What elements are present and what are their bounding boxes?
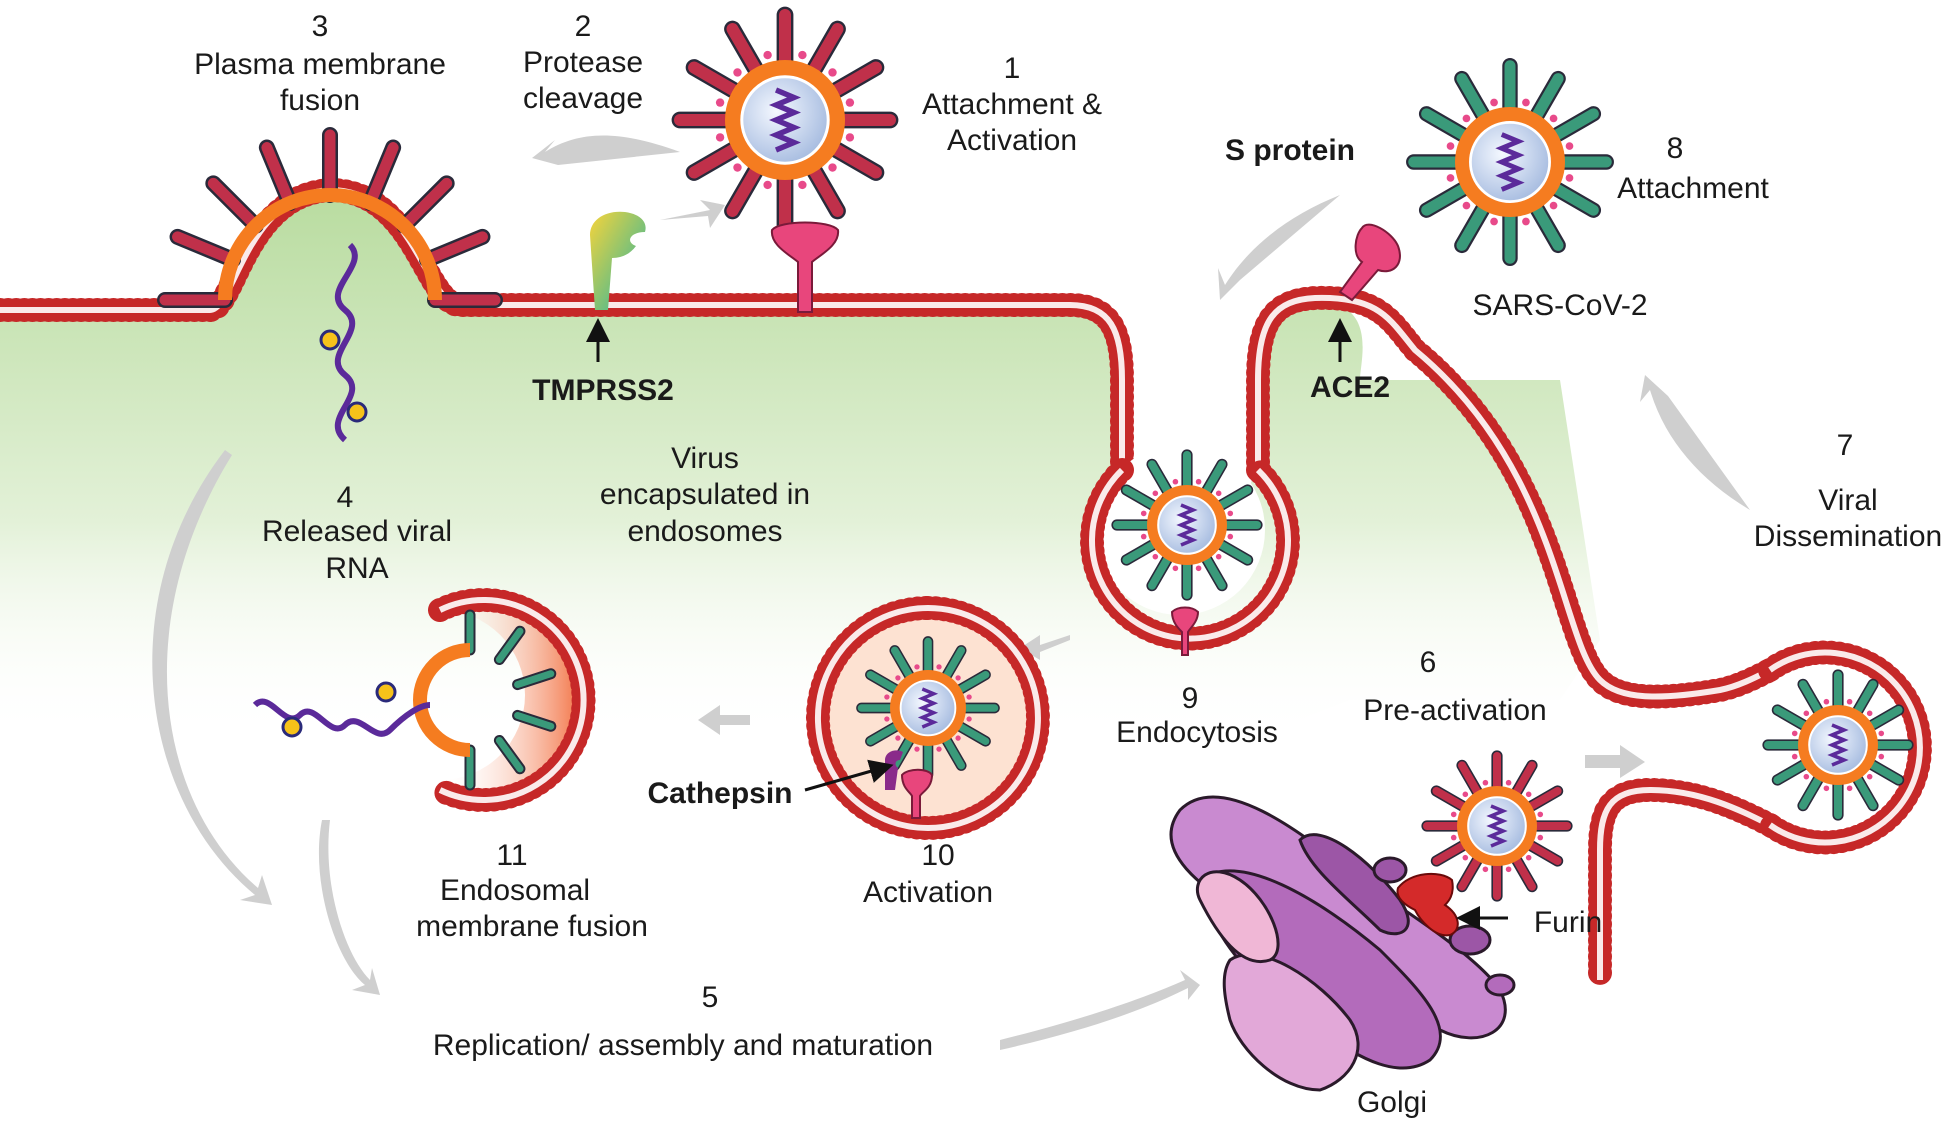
step3-number: 3 <box>312 10 329 43</box>
step4-label-line1: Released viral <box>262 515 452 548</box>
rna-beads <box>281 329 397 738</box>
step9-number: 9 <box>1182 682 1199 715</box>
step4-number: 4 <box>337 481 354 514</box>
step9-label: Endocytosis <box>1116 716 1278 749</box>
golgi-icon <box>1169 795 1516 1092</box>
fusion-glow <box>440 600 578 790</box>
sars-cov-2-label: SARS-CoV-2 <box>1472 289 1647 322</box>
step10-number: 10 <box>921 839 954 872</box>
virus-attachment-activation <box>671 6 899 234</box>
step8-label: Attachment <box>1617 172 1769 205</box>
step2-number: 2 <box>575 10 592 43</box>
step1-number: 1 <box>1004 52 1021 85</box>
step4-label-line2: RNA <box>325 552 388 585</box>
virus-particles <box>157 6 1914 902</box>
step7-label-line1: Viral <box>1818 484 1877 517</box>
virus-attachment-sars-cov-2 <box>1406 58 1614 266</box>
virus-fused-plasma-membrane <box>157 127 503 308</box>
virus-endosomal-fusion <box>413 609 557 791</box>
step6-number: 6 <box>1420 646 1437 679</box>
virus-endocytosis <box>1111 449 1263 601</box>
virus-encapsulated-line2: encapsulated in <box>600 478 810 511</box>
virus-dissemination <box>1762 669 1914 821</box>
step2-label-line1: Protease <box>523 46 643 79</box>
step6-label: Pre-activation <box>1363 694 1546 727</box>
virus-encapsulated-line1: Virus <box>671 442 739 475</box>
flow-arrows <box>152 135 1750 1050</box>
plasma-membrane-lower <box>1588 777 1782 992</box>
virus-encapsulated-line3: endosomes <box>627 515 782 548</box>
step2-label-line2: cleavage <box>523 82 643 115</box>
endocytosis-pocket-membrane <box>1080 458 1300 651</box>
virus-pre-activation <box>1421 750 1573 902</box>
step3-label-line2: fusion <box>280 84 360 117</box>
step11-label-line1: Endosomal <box>440 874 590 907</box>
step5-number: 5 <box>702 981 719 1014</box>
step1-label-line1: Attachment & <box>922 88 1102 121</box>
step3-label-line1: Plasma membrane <box>194 48 446 81</box>
plasma-membrane-right <box>1246 285 1782 709</box>
tmprss2-label: TMPRSS2 <box>532 374 674 407</box>
vesicle-membranes <box>428 458 1932 855</box>
step8-number: 8 <box>1667 132 1684 165</box>
virus-activation <box>856 636 1000 780</box>
ace2-label: ACE2 <box>1310 371 1390 404</box>
ace2-receptor-icon <box>770 221 1401 819</box>
step5-label: Replication/ assembly and maturation <box>433 1029 933 1062</box>
endosome-activation-membrane <box>805 596 1050 840</box>
step10-label: Activation <box>863 876 993 909</box>
cathepsin-label: Cathepsin <box>647 777 792 810</box>
step7-number: 7 <box>1837 429 1854 462</box>
step7-label-line2: Dissemination <box>1754 520 1942 553</box>
endosome-fusion-membrane <box>428 588 596 812</box>
furin-label: Furin <box>1534 906 1602 939</box>
viral-rna-icon <box>252 242 431 737</box>
step1-label-line2: Activation <box>947 124 1077 157</box>
s-protein-label: S protein <box>1225 134 1355 167</box>
labels: 3 Plasma membrane fusion 2 Protease clea… <box>194 10 1942 1119</box>
annotation-arrows <box>586 318 1508 930</box>
golgi-label: Golgi <box>1357 1086 1427 1119</box>
step11-label-line2: membrane fusion <box>416 910 648 943</box>
step11-number: 11 <box>496 839 527 872</box>
tmprss2-protease-icon <box>590 211 646 310</box>
dissemination-vesicle-membrane <box>1758 640 1932 855</box>
